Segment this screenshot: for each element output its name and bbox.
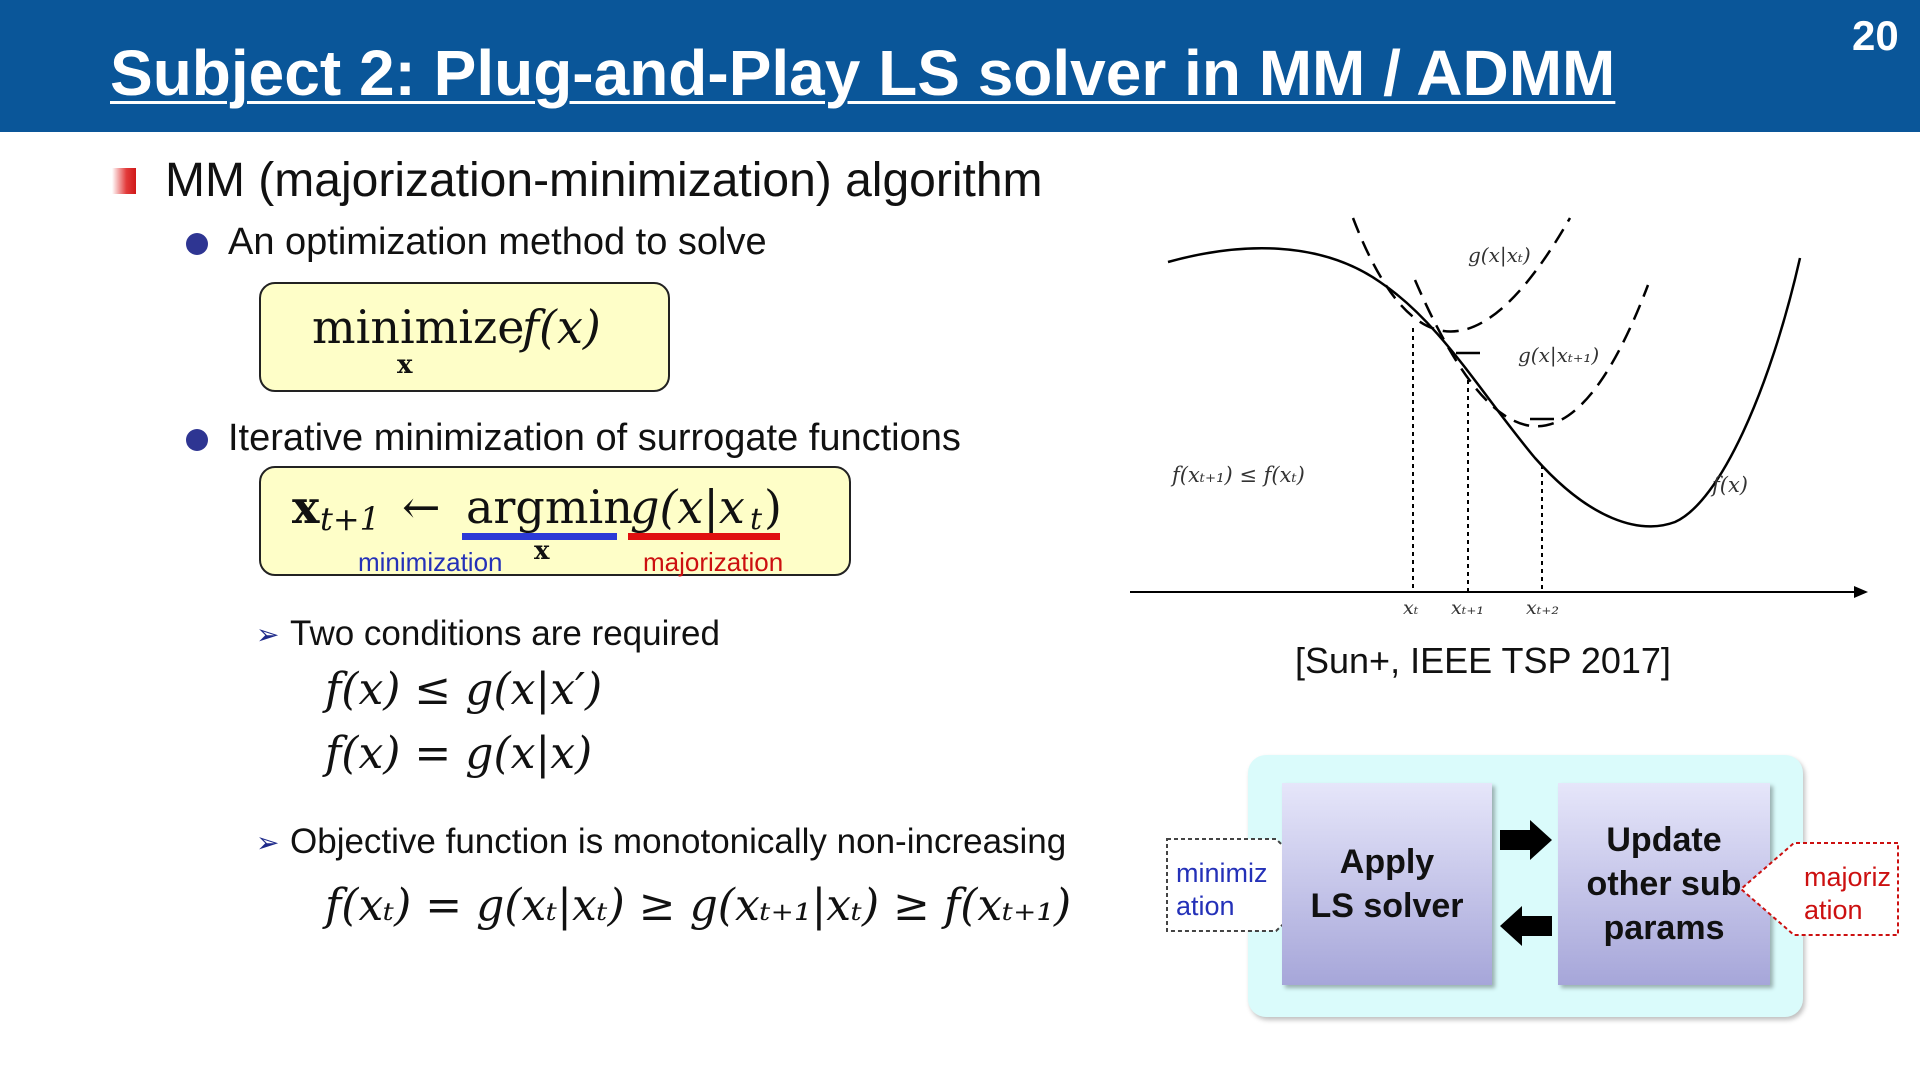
update-surrogate-close: ) — [764, 480, 782, 534]
arrow-left-icon — [1500, 906, 1552, 946]
bullet-conditions: Two conditions are required — [290, 614, 720, 653]
arrow-bullet-icon: ➢ — [256, 619, 280, 650]
minimization-label: minimization — [358, 547, 503, 577]
label-f: f(x) — [1710, 473, 1748, 497]
figure-citation: [Sun+, IEEE TSP 2017] — [1295, 640, 1671, 681]
update-surrogate-subscript: t — [750, 502, 763, 537]
arrow-right-icon — [1500, 820, 1552, 860]
tick-xt2: xₜ₊₂ — [1526, 597, 1559, 619]
minimization-underline — [462, 533, 617, 540]
page-number: 20 — [1852, 12, 1899, 59]
tick-xt1: xₜ₊₁ — [1451, 597, 1484, 619]
majorization-underline — [628, 533, 780, 540]
dot-bullet-icon — [186, 429, 208, 451]
slide-title: Subject 2: Plug-and-Play LS solver in MM… — [110, 37, 1616, 109]
condition-majorize: f(x) ≤ g(x|x′) — [325, 664, 603, 715]
update-argmin-subscript: x — [534, 536, 550, 566]
condition-touch: f(x) = g(x|x) — [325, 728, 593, 779]
square-bullet-icon — [112, 168, 136, 194]
label-g-xt: g(x|xₜ) — [1468, 243, 1531, 268]
update-argmin: argmin — [466, 480, 633, 534]
header-bar — [0, 0, 1920, 132]
monotone-equation: f(xₜ) = g(xₜ|xₜ) ≥ g(xₜ₊₁|xₜ) ≥ f(xₜ₊₁) — [325, 880, 1072, 931]
label-inequality: f(xₜ₊₁) ≤ f(xₜ) — [1170, 463, 1305, 487]
surrogate-curve-t — [1351, 217, 1572, 333]
objective-curve — [1167, 247, 1802, 528]
update-lhs-subscript: t+1 — [320, 500, 381, 538]
mm-illustration: g(x|xₜ) g(x|xₜ₊₁) f(xₜ₊₁) ≤ f(xₜ) f(x) x… — [1130, 217, 1868, 619]
update-arrow: ← — [402, 480, 441, 534]
minimize-subscript: x — [397, 350, 413, 380]
minimize-equation-box — [259, 282, 670, 392]
arrow-bullet-icon: ➢ — [256, 827, 280, 858]
bullet-iterative: Iterative minimization of surrogate func… — [228, 417, 961, 459]
tick-xt: xₜ — [1403, 597, 1419, 619]
update-lhs: x — [292, 480, 320, 534]
minimize-objective: f(x) — [522, 300, 601, 354]
label-g-xt1: g(x|xₜ₊₁) — [1518, 343, 1599, 368]
majorization-label: majorization — [643, 547, 784, 577]
minimize-word: minimize — [312, 300, 525, 354]
bullet-monotone: Objective function is monotonically non-… — [290, 822, 1067, 861]
bullet-main: MM (majorization-minimization) algorithm — [165, 154, 1043, 207]
x-axis-arrowhead — [1854, 586, 1868, 598]
surrogate-curve-t1 — [1413, 279, 1650, 428]
bullet-optimization: An optimization method to solve — [228, 221, 767, 263]
dot-bullet-icon — [186, 233, 208, 255]
majorization-callout — [1739, 842, 1899, 936]
update-surrogate: g(x|x — [630, 480, 745, 534]
update-equation-box — [259, 466, 851, 576]
